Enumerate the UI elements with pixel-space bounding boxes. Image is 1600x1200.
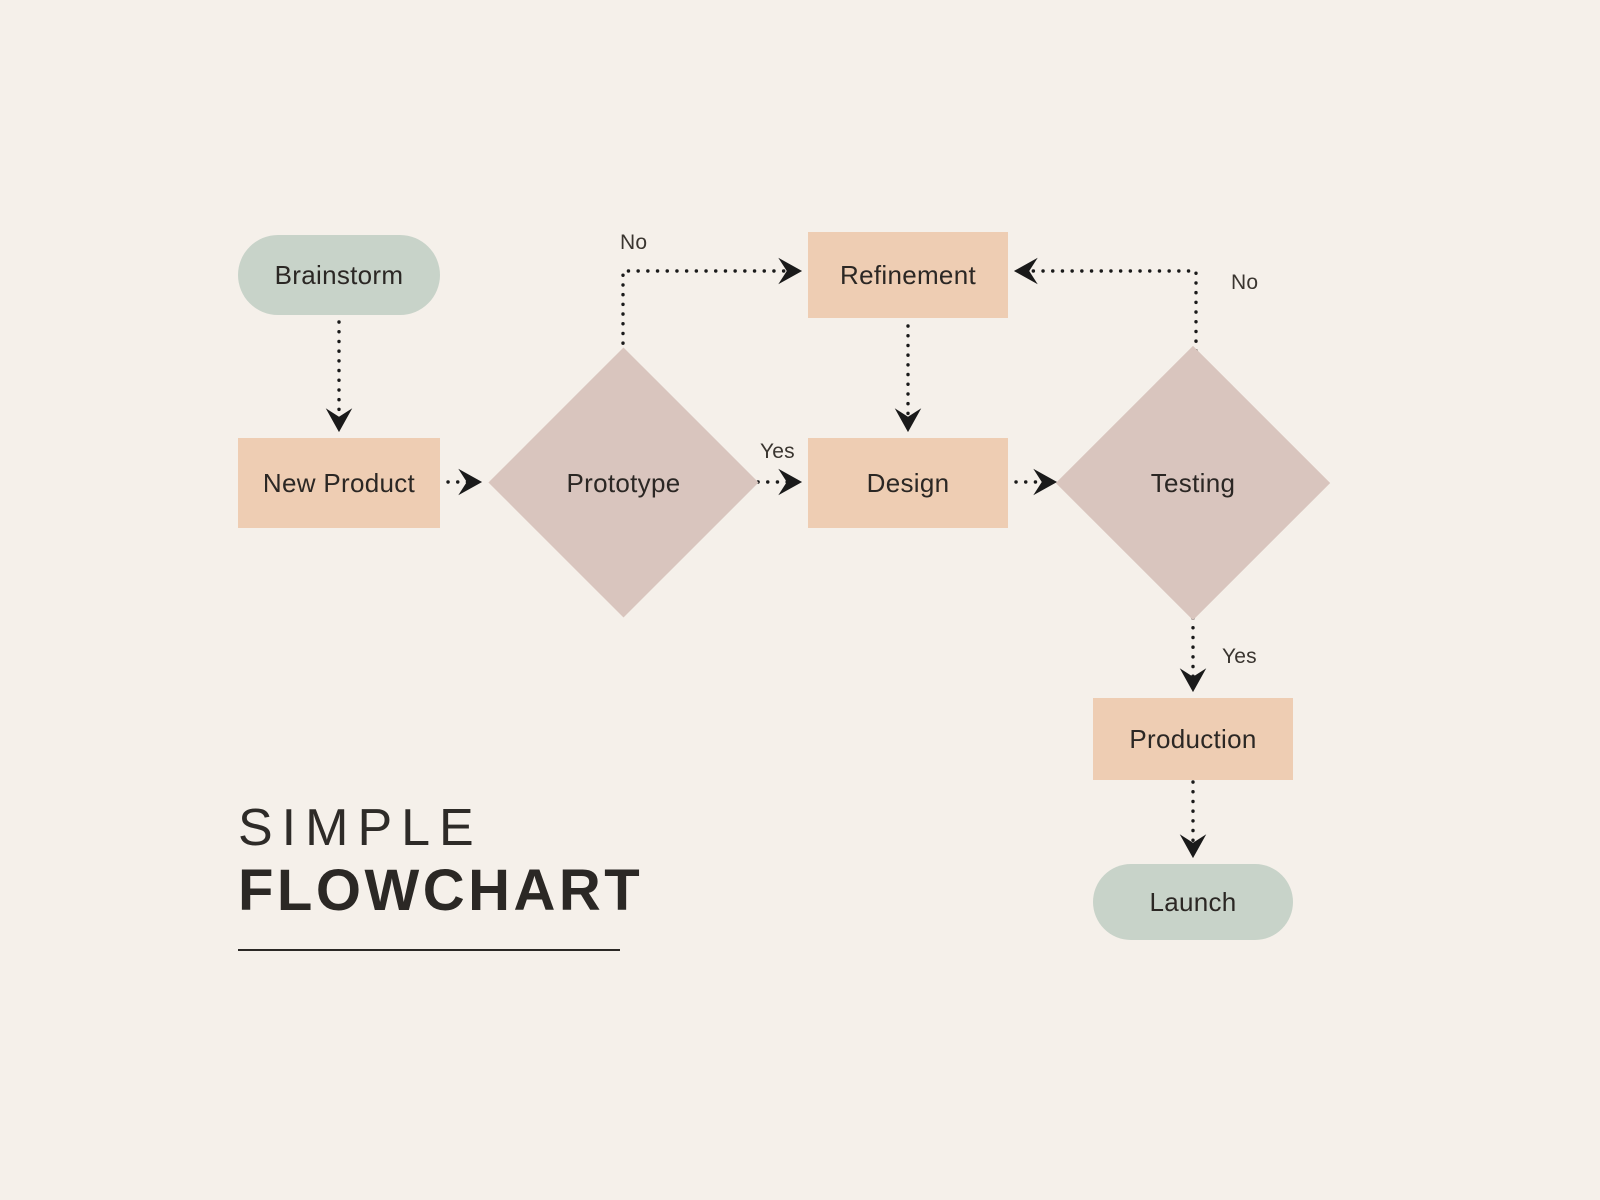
node-refinement-label: Refinement (840, 260, 976, 290)
node-testing[interactable]: Testing (1055, 345, 1331, 621)
title-divider (238, 948, 620, 951)
edge-label-prototype-yes: Yes (760, 440, 795, 463)
edge-label-testing-yes: Yes (1222, 645, 1257, 668)
node-new-product-label: New Product (262, 468, 416, 498)
node-launch-label: Launch (1149, 887, 1237, 917)
node-refinement[interactable]: Refinement (808, 232, 1008, 318)
edge-testing-no-to-refinement (1013, 257, 1198, 382)
node-prototype-label: Prototype (566, 467, 681, 498)
node-design-label: Design (866, 468, 950, 498)
node-production-label: Production (1129, 724, 1257, 754)
node-brainstorm-label: Brainstorm (274, 260, 404, 290)
node-launch[interactable]: Launch (1093, 864, 1293, 940)
edge-label-prototype-no: No (620, 231, 648, 254)
title-line-flowchart: FLOWCHART (238, 858, 644, 924)
edge-prototype-no-to-refinement (621, 257, 803, 384)
edge-label-testing-no: No (1231, 271, 1259, 294)
node-prototype[interactable]: Prototype (488, 347, 759, 618)
node-new-product[interactable]: New Product (238, 438, 440, 528)
node-testing-label: Testing (1150, 468, 1236, 498)
title-block: SIMPLE FLOWCHART (238, 800, 668, 951)
title-line-simple: SIMPLE (238, 799, 483, 857)
node-brainstorm[interactable]: Brainstorm (238, 235, 440, 315)
node-production[interactable]: Production (1093, 698, 1293, 780)
node-design[interactable]: Design (808, 438, 1008, 528)
